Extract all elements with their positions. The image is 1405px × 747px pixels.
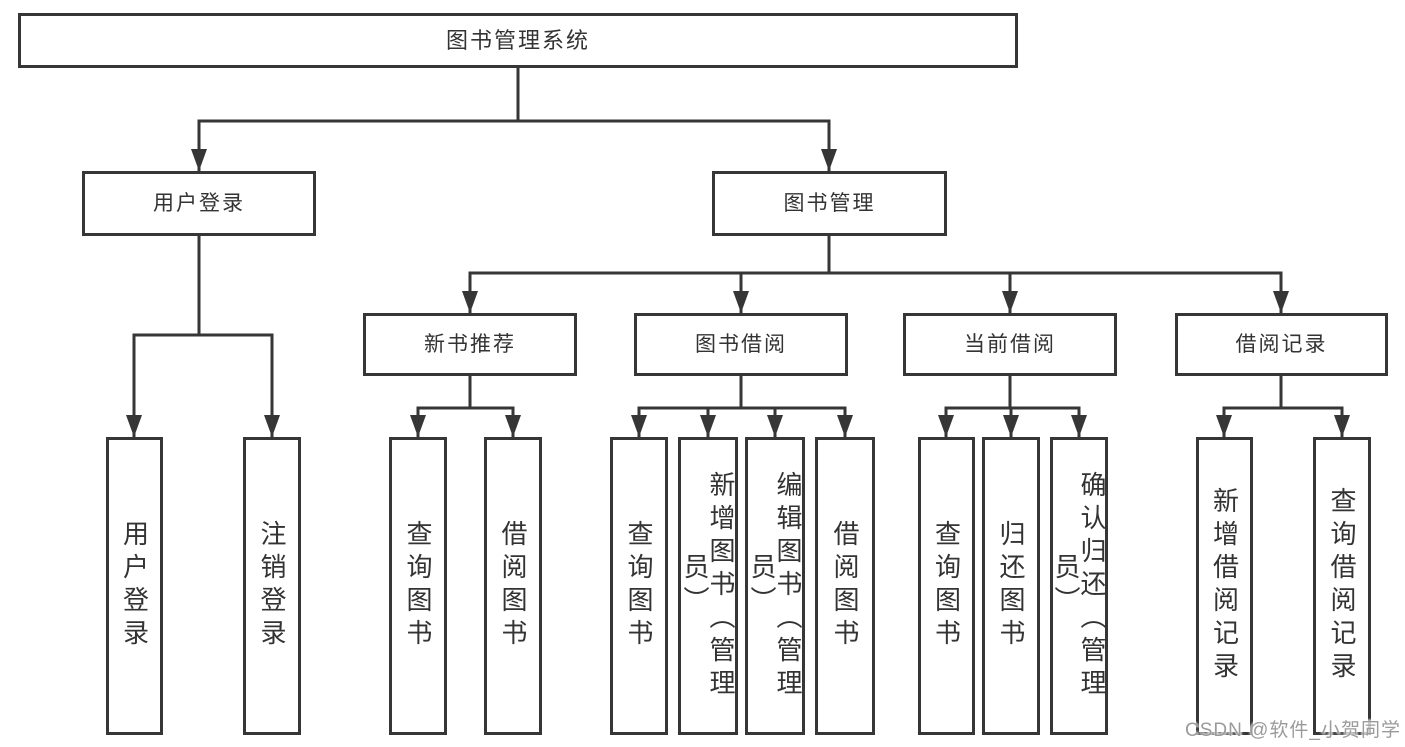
node-br-query-record: 查询借阅记录	[1313, 437, 1371, 735]
node-bb-edit-books-admin: 编辑图书（管理员）	[745, 437, 805, 735]
node-logout: 注销登录	[243, 437, 301, 735]
node-rec-borrow-books: 借阅图书	[484, 437, 542, 735]
node-cb-query-books: 查询图书	[918, 437, 975, 735]
node-user-login-leaf: 用户登录	[106, 437, 163, 735]
node-book-borrowing: 图书借阅	[634, 313, 848, 376]
node-book-management: 图书管理	[712, 171, 947, 236]
node-rec-query-books: 查询图书	[389, 437, 447, 735]
node-cb-confirm-return-admin: 确认归还（管理员）	[1050, 437, 1108, 735]
node-user-login: 用户登录	[82, 171, 316, 236]
node-borrowing-records: 借阅记录	[1175, 313, 1388, 376]
node-cb-return-books: 归还图书	[982, 437, 1040, 735]
node-new-book-recommendation: 新书推荐	[363, 313, 577, 376]
connector-paths	[132, 68, 1344, 437]
node-br-add-record: 新增借阅记录	[1196, 437, 1253, 735]
node-bb-query-books: 查询图书	[610, 437, 668, 735]
node-bb-borrow-books: 借阅图书	[815, 437, 875, 735]
node-bb-add-books-admin: 新增图书（管理员）	[678, 437, 738, 735]
node-library-management-system: 图书管理系统	[18, 13, 1018, 68]
csdn-watermark: CSDN @软件_小贺同学	[1185, 720, 1401, 741]
node-current-borrowing: 当前借阅	[903, 313, 1117, 376]
